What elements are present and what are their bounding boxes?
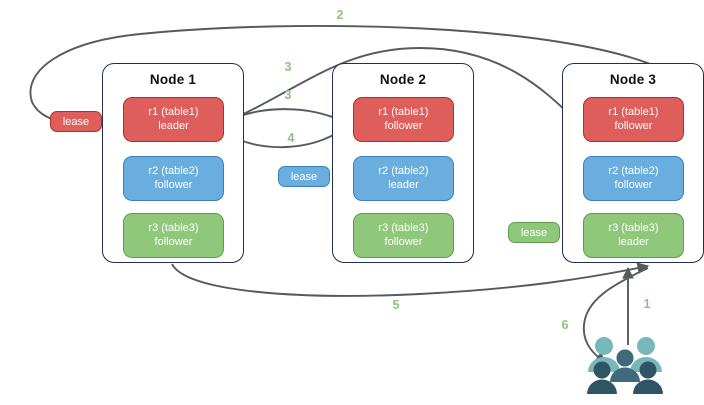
users-back-row <box>588 337 662 382</box>
step-label-1: 1 <box>643 297 651 311</box>
replica-n3-r2[interactable]: r2 (table2) follower <box>583 156 684 201</box>
replica-name: r3 (table3) <box>378 222 429 234</box>
replica-name: r3 (table3) <box>148 222 199 234</box>
step-label-6: 6 <box>561 318 569 332</box>
lease-label: lease <box>290 170 318 183</box>
replica-name: r1 (table1) <box>378 106 429 118</box>
replica-n3-r3[interactable]: r3 (table3) leader <box>583 213 684 258</box>
replica-n2-r2[interactable]: r2 (table2) leader <box>353 156 454 201</box>
replica-n3-r1[interactable]: r1 (table1) follower <box>583 97 684 142</box>
replica-role: leader <box>618 235 649 248</box>
replica-role: follower <box>384 119 423 132</box>
step-label-3a: 3 <box>284 60 292 74</box>
step-label-5: 5 <box>392 298 400 312</box>
node-container-2[interactable]: Node 2 r1 (table1) follower r2 (table2) … <box>332 63 474 263</box>
replica-role: follower <box>614 178 653 191</box>
step-label-4: 4 <box>287 131 295 145</box>
replica-n1-r3[interactable]: r3 (table3) follower <box>123 213 224 258</box>
replica-name: r1 (table1) <box>608 106 659 118</box>
replica-role: follower <box>154 235 193 248</box>
replica-role: leader <box>388 178 419 191</box>
replica-n2-r1[interactable]: r1 (table1) follower <box>353 97 454 142</box>
replica-name: r2 (table2) <box>608 165 659 177</box>
edge-step-6 <box>583 267 649 364</box>
edge-step-5 <box>171 262 650 297</box>
lease-label: lease <box>62 115 90 128</box>
replica-n2-r3[interactable]: r3 (table3) follower <box>353 213 454 258</box>
replica-role: leader <box>158 119 189 132</box>
step-label-2: 2 <box>336 8 344 22</box>
node-container-3[interactable]: Node 3 r1 (table1) follower r2 (table2) … <box>562 63 704 263</box>
lease-chip-table1[interactable]: lease <box>50 111 102 132</box>
replica-name: r3 (table3) <box>608 222 659 234</box>
replica-name: r2 (table2) <box>148 165 199 177</box>
replica-role: follower <box>154 178 193 191</box>
node-title: Node 1 <box>149 72 197 87</box>
lease-label: lease <box>520 226 548 239</box>
lease-chip-table3[interactable]: lease <box>508 222 560 243</box>
node-title: Node 2 <box>379 72 427 87</box>
lease-chip-table2[interactable]: lease <box>278 166 330 187</box>
replica-n1-r2[interactable]: r2 (table2) follower <box>123 156 224 201</box>
node-container-1[interactable]: Node 1 r1 (table1) leader r2 (table2) fo… <box>102 63 244 263</box>
replica-n1-r1[interactable]: r1 (table1) leader <box>123 97 224 142</box>
users-front-row <box>587 349 663 394</box>
node-title: Node 3 <box>609 72 657 87</box>
replica-role: follower <box>614 119 653 132</box>
step-label-3b: 3 <box>284 88 292 102</box>
replica-name: r1 (table1) <box>148 106 199 118</box>
replica-role: follower <box>384 235 423 248</box>
replica-name: r2 (table2) <box>378 165 429 177</box>
